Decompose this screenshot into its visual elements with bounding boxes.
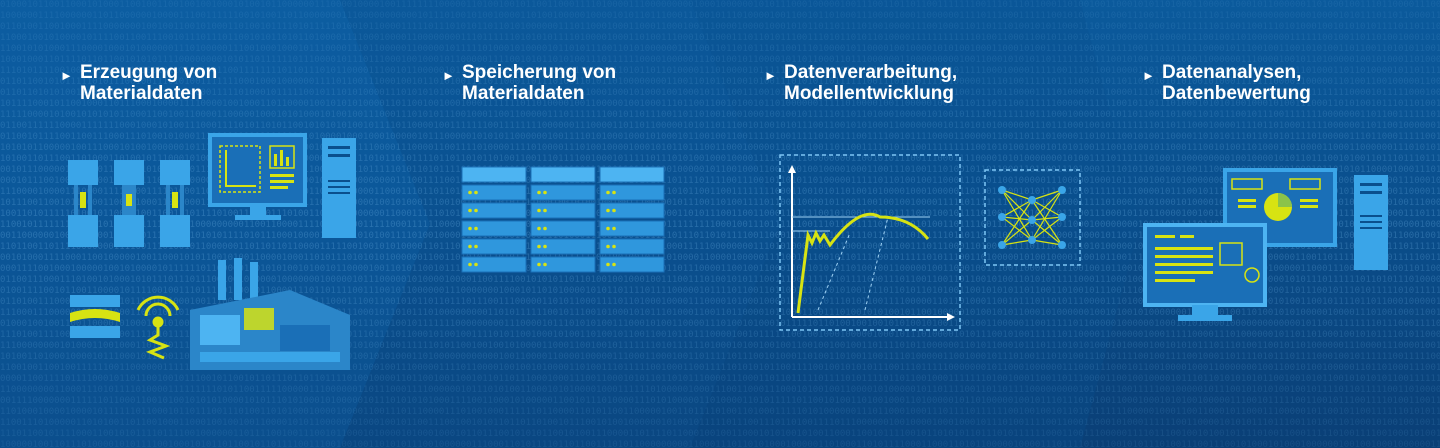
stress-strain-curve-icon (779, 154, 961, 331)
server-unit (599, 184, 665, 201)
server-unit (461, 184, 527, 201)
server-led (537, 226, 541, 231)
server-unit (461, 238, 527, 255)
step-3-line-2: Modellentwicklung (784, 83, 954, 104)
factory-icon (190, 258, 350, 370)
server-unit (599, 202, 665, 219)
server-led (543, 226, 547, 231)
server-led (606, 262, 610, 267)
monitor-icon (208, 133, 307, 220)
server-unit (530, 166, 596, 183)
server-unit (599, 238, 665, 255)
server-unit (599, 166, 665, 183)
server-unit (530, 184, 596, 201)
server-led (474, 190, 478, 195)
server-led (474, 208, 478, 213)
server-led (606, 190, 610, 195)
server-led (543, 190, 547, 195)
step-1-line-2: Materialdaten (80, 83, 203, 104)
server-led (474, 262, 478, 267)
step-4-label: ► Datenanalysen, Datenbewertung (1142, 62, 1422, 104)
server-led (606, 208, 610, 213)
server-led (537, 208, 541, 213)
server-led (468, 208, 472, 213)
server-led (468, 262, 472, 267)
server-rack-icon (461, 166, 665, 273)
step-3-illustration (779, 154, 1081, 331)
server-unit (530, 238, 596, 255)
neural-network-icon (984, 169, 1081, 266)
server-led (606, 244, 610, 249)
server-unit (461, 220, 527, 237)
step-4-line-1: Datenanalysen, (1162, 62, 1302, 83)
server-unit (599, 256, 665, 273)
server-led (612, 208, 616, 213)
server-unit (530, 202, 596, 219)
server-led (543, 262, 547, 267)
server-led (543, 244, 547, 249)
step-3-line-1: Datenverarbeitung, (784, 62, 958, 83)
server-unit (530, 256, 596, 273)
server-led (537, 262, 541, 267)
step-2-line-2: Materialdaten (462, 83, 585, 104)
server-unit (461, 166, 527, 183)
server-tower-icon (1354, 175, 1388, 270)
server-tower-icon (322, 138, 356, 238)
server-led (612, 244, 616, 249)
material-layers-icon (70, 295, 120, 338)
server-unit (461, 256, 527, 273)
step-4-illustration (1143, 168, 1388, 321)
report-monitor-icon (1143, 223, 1267, 321)
step-1-illustration (68, 133, 356, 370)
server-unit (599, 220, 665, 237)
server-unit (530, 220, 596, 237)
server-led (612, 190, 616, 195)
step-4-line-2: Datenbewertung (1162, 83, 1311, 104)
server-unit (461, 202, 527, 219)
step-2-label: ► Speicherung von Materialdaten (442, 62, 722, 104)
server-led (468, 226, 472, 231)
server-led (612, 262, 616, 267)
server-led (537, 190, 541, 195)
server-led (474, 244, 478, 249)
server-led (543, 208, 547, 213)
step-1-label: ► Erzeugung von Materialdaten (60, 62, 340, 104)
step-3-label: ► Datenverarbeitung, Modellentwicklung (764, 62, 1044, 104)
server-led (612, 226, 616, 231)
tensile-testing-machine-icon (68, 160, 190, 247)
server-led (606, 226, 610, 231)
step-2-line-1: Speicherung von (462, 62, 617, 83)
sensor-icon (136, 295, 180, 360)
server-led (474, 226, 478, 231)
step-1-line-1: Erzeugung von (80, 62, 218, 83)
server-led (537, 244, 541, 249)
server-led (468, 190, 472, 195)
server-led (468, 244, 472, 249)
